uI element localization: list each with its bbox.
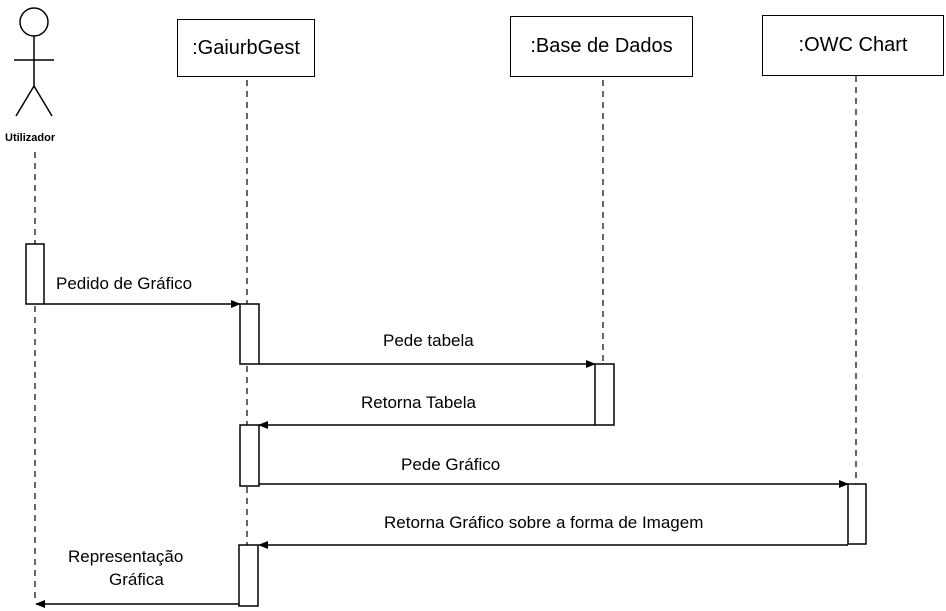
lifeline-box-owc-chart: :OWC Chart [762,15,944,76]
lifeline-box-base-de-dados: :Base de Dados [510,16,693,77]
message-label-retorna-tabela: Retorna Tabela [361,393,476,412]
actor-head [19,7,49,37]
activation-gaiurbgest-1 [239,303,260,365]
activation-owc-chart [847,483,867,545]
activation-utilizador [25,243,45,305]
message-label-pede-tabela: Pede tabela [383,331,474,350]
message-label-representacao-line2: Gráfica [109,570,164,589]
activation-gaiurbgest-3 [238,544,259,607]
activation-gaiurbgest-2 [239,424,260,487]
message-label-pede-grafico: Pede Gráfico [401,455,501,474]
message-label-representacao-line1: Representação [68,547,184,566]
actor-figure [14,7,54,117]
activation-base-de-dados [594,363,615,426]
actor-left-leg [15,85,35,117]
message-label-retorna-grafico: Retorna Gráfico sobre a forma de Imagem [384,513,704,532]
actor-right-leg [33,85,53,117]
actor-name: Utilizador [5,132,56,144]
message-label-pedido-de-grafico: Pedido de Gráfico [56,274,193,293]
lifeline-box-gaiurbgest: :GaiurbGest [177,19,315,77]
